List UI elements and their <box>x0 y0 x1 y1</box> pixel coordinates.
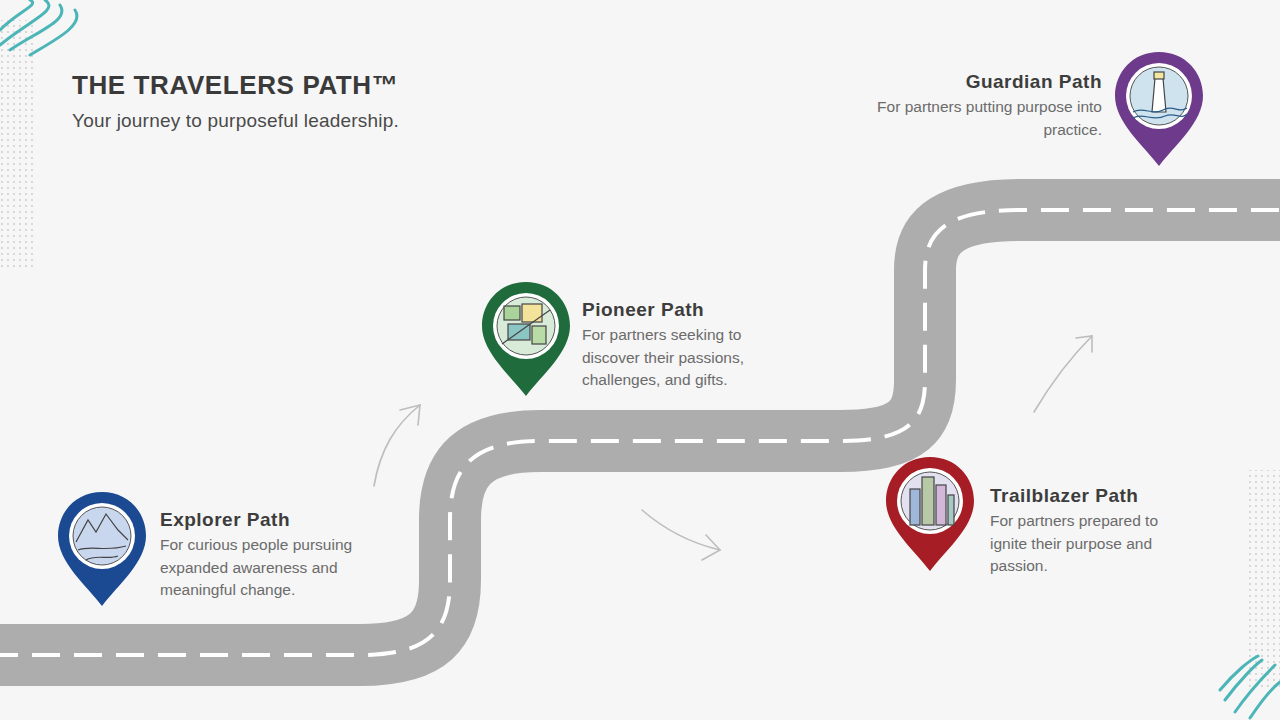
path-text: Guardian PathFor partners putting purpos… <box>877 70 1102 141</box>
direction-arrows <box>374 336 1092 560</box>
path-text: Explorer PathFor curious people pursuing… <box>160 508 400 602</box>
path-heading: Pioneer Path <box>582 298 797 322</box>
path-heading: Trailblazer Path <box>990 484 1175 508</box>
road <box>0 210 1280 655</box>
dot-texture <box>0 20 36 270</box>
road-centre-line <box>0 210 1280 655</box>
map-pin <box>884 455 976 573</box>
path-marker: Guardian PathFor partners putting purpos… <box>877 50 1205 168</box>
teal-scribble <box>0 0 77 55</box>
path-marker: Trailblazer PathFor partners prepared to… <box>884 455 1175 578</box>
path-text: Pioneer PathFor partners seeking to disc… <box>582 298 797 392</box>
map-pin <box>1113 50 1205 168</box>
path-marker: Pioneer PathFor partners seeking to disc… <box>480 280 797 398</box>
path-text: Trailblazer PathFor partners prepared to… <box>990 484 1175 578</box>
path-description: For partners seeking to discover their p… <box>582 324 797 392</box>
map-pin <box>480 280 572 398</box>
path-description: For partners putting purpose into practi… <box>877 96 1102 141</box>
path-description: For partners prepared to ignite their pu… <box>990 510 1175 578</box>
diagram-subtitle: Your journey to purposeful leadership. <box>72 110 399 132</box>
map-pin <box>56 490 148 608</box>
dot-texture <box>1245 470 1280 690</box>
path-heading: Guardian Path <box>877 70 1102 94</box>
path-marker: Explorer PathFor curious people pursuing… <box>56 490 400 608</box>
diagram-title: THE TRAVELERS PATH™ <box>72 70 398 101</box>
teal-scribble <box>1220 656 1280 718</box>
path-heading: Explorer Path <box>160 508 400 532</box>
path-description: For curious people pursuing expanded awa… <box>160 534 400 602</box>
